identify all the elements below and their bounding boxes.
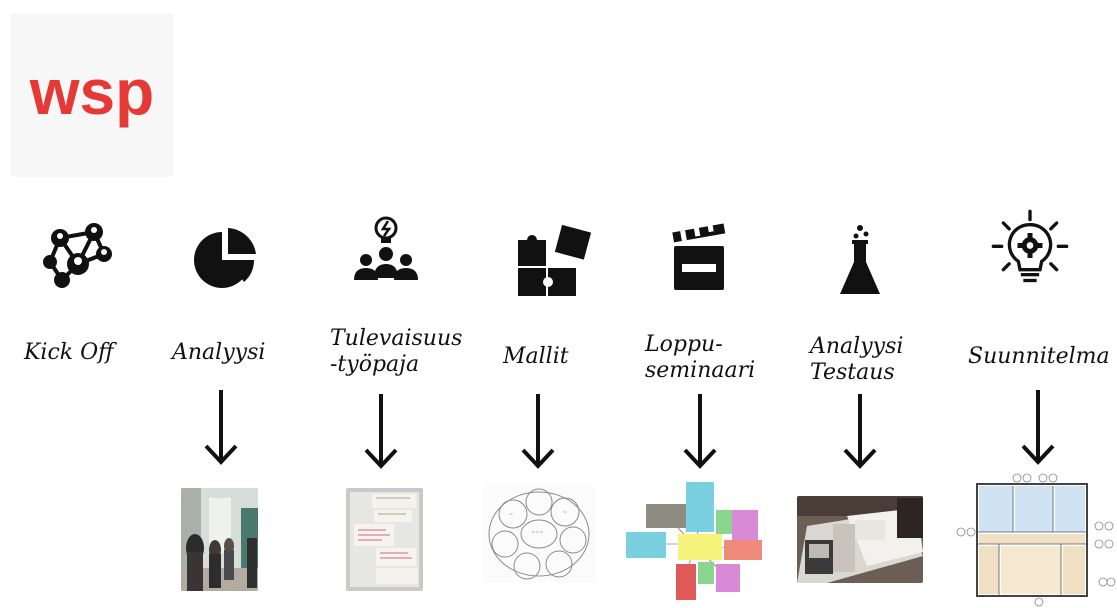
- colored-block-diagram: [620, 478, 766, 604]
- hallway-photo: [181, 488, 258, 591]
- step-label-loppuseminaari: Loppu- seminaari: [645, 332, 756, 383]
- step-label-tulevaisuus: Tulevaisuus -työpaja: [330, 326, 463, 377]
- lightbulb-gear-icon: [991, 209, 1069, 283]
- floor-plan: [951, 472, 1117, 608]
- whiteboard-notes-photo: [346, 488, 423, 591]
- down-arrow-icon: [521, 394, 555, 469]
- down-arrow-icon: [683, 394, 717, 469]
- team-idea-icon: [354, 216, 418, 280]
- puzzle-icon: [518, 224, 592, 296]
- step-label-mallit: Mallit: [503, 344, 569, 369]
- pie-chart-icon: [194, 228, 256, 288]
- svg-text:~: ~: [509, 512, 513, 518]
- sketch-diagram: ~~~~~: [483, 486, 595, 582]
- wsp-logo-mark: wsp: [29, 56, 154, 128]
- down-arrow-icon: [204, 390, 238, 465]
- step-label-kick-off: Kick Off: [24, 340, 114, 365]
- down-arrow-icon: [843, 394, 877, 469]
- svg-text:~: ~: [563, 510, 567, 516]
- network-people-icon: [43, 223, 112, 288]
- wsp-logo: wsp: [11, 14, 173, 177]
- step-label-suunnitelma: Suunnitelma: [968, 344, 1110, 369]
- svg-text:wsp: wsp: [29, 56, 154, 128]
- table-plans-photo: [797, 496, 923, 583]
- down-arrow-icon: [1021, 390, 1055, 465]
- step-label-analyysi: Analyysi: [172, 340, 266, 365]
- clapperboard-icon: [672, 221, 726, 290]
- flask-icon: [840, 225, 880, 294]
- svg-text:~~~: ~~~: [531, 530, 544, 536]
- step-label-analyysi-testaus: Analyysi Testaus: [810, 334, 904, 385]
- down-arrow-icon: [364, 394, 398, 469]
